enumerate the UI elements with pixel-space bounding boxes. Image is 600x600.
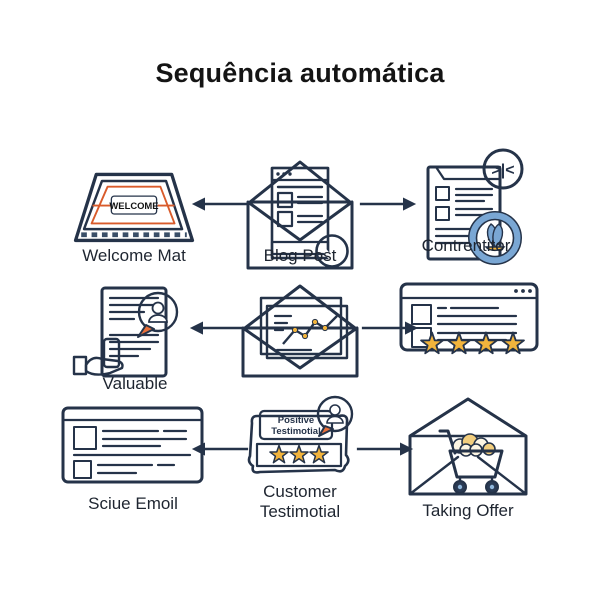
label-sciue-emoil: Sciue Emoil [88, 494, 178, 513]
label-customer-testimotial: Customer Testimotial [259, 482, 341, 521]
label-contrentitor: Contrentitor [421, 236, 511, 255]
testimonial-stars-icon [269, 444, 329, 464]
page-title: Sequência automática [155, 58, 445, 88]
shopping-cart-icon [438, 429, 504, 494]
welcome-mat-icon: WELCOME [68, 165, 200, 261]
blog-document [270, 166, 330, 260]
merge-badge-icon: >|< [482, 148, 524, 190]
email-window-icon [60, 405, 205, 485]
label-blog-post: Blog Post [263, 246, 337, 265]
label-taking-offer: Taking Offer [422, 501, 514, 520]
label-valuable: Valuable [102, 374, 168, 393]
content-document-icon: >|< [410, 145, 528, 277]
review-window-icon [398, 281, 540, 355]
testimonial-title-line2: Testimotial [271, 426, 320, 437]
arrow-left-row3 [190, 438, 250, 460]
merge-badge-glyph: >|< [491, 162, 514, 179]
welcome-mat-text: WELCOME [109, 200, 158, 211]
person-speech-bubble-icon [137, 291, 179, 338]
check-badge-icon [315, 234, 349, 268]
chart-envelope-icon [233, 278, 367, 378]
leaf-ring-icon [468, 211, 522, 265]
hand-phone-icon [72, 337, 124, 376]
arrow-right-row1 [358, 193, 418, 215]
testimonial-title-line1: Positive [278, 415, 314, 426]
blog-post-envelope-icon [240, 150, 360, 278]
arrow-right-row3 [355, 438, 415, 460]
person-speech-bubble-icon [316, 395, 354, 437]
testimonial-scroll-icon: Positive Testimotial [243, 395, 358, 486]
arrow-left-row1 [190, 193, 250, 215]
arrow-left-row2 [188, 317, 248, 339]
line-chart-icon [275, 315, 338, 352]
label-welcome-mat: Welcome Mat [82, 246, 186, 265]
document-hand-bubble-icon [72, 283, 197, 385]
cart-envelope-icon [402, 393, 534, 499]
